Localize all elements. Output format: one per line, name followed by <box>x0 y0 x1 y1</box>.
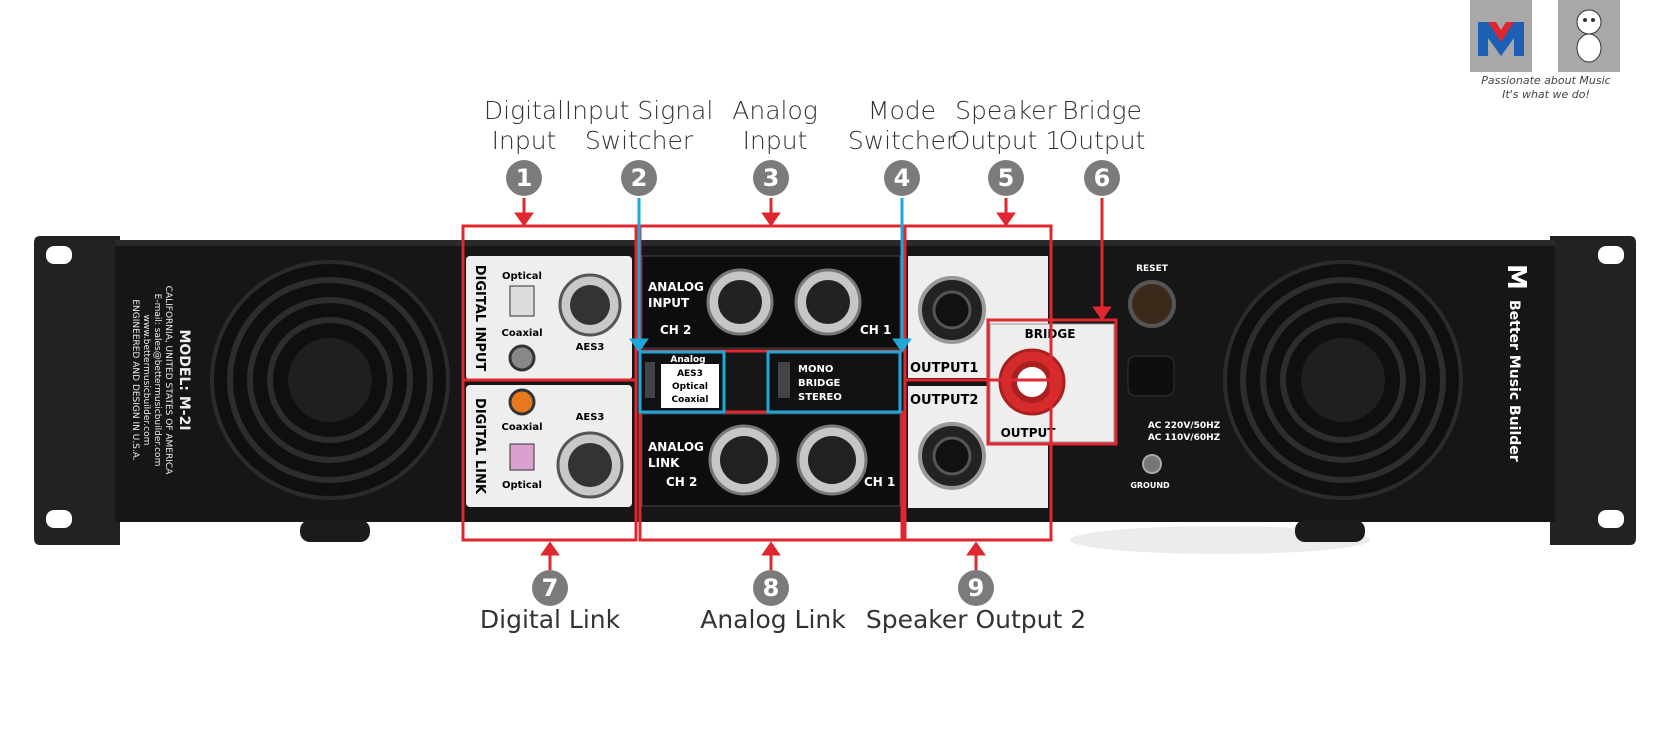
switch-aes3-label: AES3 <box>677 369 703 379</box>
optical-link-label: Optical <box>502 480 542 491</box>
rack-slot-icon <box>1598 246 1624 264</box>
rack-slot-icon <box>1598 510 1624 528</box>
rack-slot-icon <box>46 510 72 528</box>
digital-input-label: DIGITAL INPUT <box>472 265 487 372</box>
callout-6-badge: 6 <box>1084 160 1120 196</box>
fan-left-icon <box>210 260 450 500</box>
brand-vertical-text: Better Music Builder <box>1506 300 1522 462</box>
callout-5-badge: 5 <box>988 160 1024 196</box>
power-inlet-icon <box>1127 355 1175 397</box>
mode-bridge-label: BRIDGE <box>798 378 841 389</box>
foot <box>1295 520 1365 542</box>
digital-link-label: DIGITAL LINK <box>472 398 487 495</box>
mode-stereo-label: STEREO <box>798 392 842 403</box>
web-text: www.bettermusicbuilder.com <box>141 315 151 446</box>
coaxial-link-port-icon <box>508 388 536 416</box>
foot <box>300 520 370 542</box>
callout-5-title: Speaker Output 1 <box>950 96 1062 155</box>
callout-7-badge: 7 <box>532 570 568 606</box>
bridge-output-label: OUTPUT <box>1001 426 1057 440</box>
aes3-label: AES3 <box>576 342 605 353</box>
rack-ear-right <box>1550 236 1636 545</box>
ac1-label: AC 220V/50HZ <box>1148 421 1221 431</box>
mode-switcher-toggle-icon <box>778 362 790 398</box>
output1-label: OUTPUT1 <box>910 361 978 376</box>
coaxial-label: Coaxial <box>501 328 542 339</box>
callout-1-title: Digital Input <box>483 96 565 155</box>
ch2-input-label: CH 2 <box>660 323 691 337</box>
reset-button-icon <box>1128 280 1176 328</box>
fan-right-icon <box>1223 260 1463 500</box>
svg-text:LINK: LINK <box>648 456 680 470</box>
rack-slot-icon <box>46 246 72 264</box>
callout-4-title: Mode Switcher <box>847 96 957 155</box>
callout-9-badge: 9 <box>958 570 994 606</box>
brand-logo <box>1470 0 1532 72</box>
coaxial-link-label: Coaxial <box>501 422 542 433</box>
address-text: CALIFORNIA, UNITED STATES OF AMERICA <box>163 286 173 475</box>
ch2-link-label: CH 2 <box>666 475 697 489</box>
engineered-text: ENGINEERED AND DESIGN IN U.S.A. <box>130 299 140 460</box>
callout-3-badge: 3 <box>753 160 789 196</box>
callout-1-badge: 1 <box>506 160 542 196</box>
red-arrows <box>514 198 1112 570</box>
optical-port-icon <box>509 285 535 317</box>
ac2-label: AC 110V/60HZ <box>1148 433 1221 443</box>
model-text: MODEL: M-2I <box>176 329 192 430</box>
svg-text:ANALOG: ANALOG <box>648 440 704 454</box>
ch1-link-label: CH 1 <box>864 475 895 489</box>
mode-switcher <box>770 354 898 410</box>
input-switcher-toggle-icon <box>645 362 655 398</box>
email-text: E-mail: sales@bettermusicbuilder.com <box>152 294 162 467</box>
mascot-icon <box>1558 0 1620 72</box>
callout-2-badge: 2 <box>621 160 657 196</box>
reset-label: RESET <box>1136 264 1169 274</box>
rack-ear-left <box>34 236 120 545</box>
callout-6-title: Bridge Output <box>1058 96 1146 155</box>
ground-terminal-icon <box>1142 454 1162 474</box>
aes3-link-label: AES3 <box>576 412 605 423</box>
m-logo-icon <box>1470 0 1532 72</box>
callout-2-title: Input Signal Switcher <box>564 96 714 155</box>
optical-link-port-icon <box>509 443 535 471</box>
coaxial-port-icon <box>508 344 536 372</box>
tagline-1: Passionate about Music <box>1481 74 1611 87</box>
analog-input-label-2: INPUT <box>648 296 690 310</box>
callout-9-title: Speaker Output 2 <box>865 605 1087 634</box>
tagline-2: It's what we do! <box>1502 88 1590 101</box>
output2-label: OUTPUT2 <box>910 393 978 408</box>
mode-mono-label: MONO <box>798 364 833 375</box>
callout-7-title: Digital Link <box>479 605 621 634</box>
callout-8-title: Analog Link <box>700 605 846 634</box>
switch-analog-label: Analog <box>670 355 705 365</box>
callout-4-badge: 4 <box>884 160 920 196</box>
blue-arrows <box>629 198 912 353</box>
ch1-input-label: CH 1 <box>860 323 891 337</box>
ground-label: GROUND <box>1130 481 1170 490</box>
optical-label: Optical <box>502 271 542 282</box>
callout-3-title: Analog Input <box>732 96 818 155</box>
switch-optical-label: Optical <box>672 382 708 392</box>
switch-coaxial-label: Coaxial <box>672 395 709 405</box>
m-brand-mark: M <box>1501 264 1531 290</box>
analog-input-label-1: ANALOG <box>648 280 704 294</box>
switch-callout-boxes <box>638 350 902 414</box>
callout-8-badge: 8 <box>753 570 789 606</box>
mascot-logo <box>1558 0 1620 72</box>
